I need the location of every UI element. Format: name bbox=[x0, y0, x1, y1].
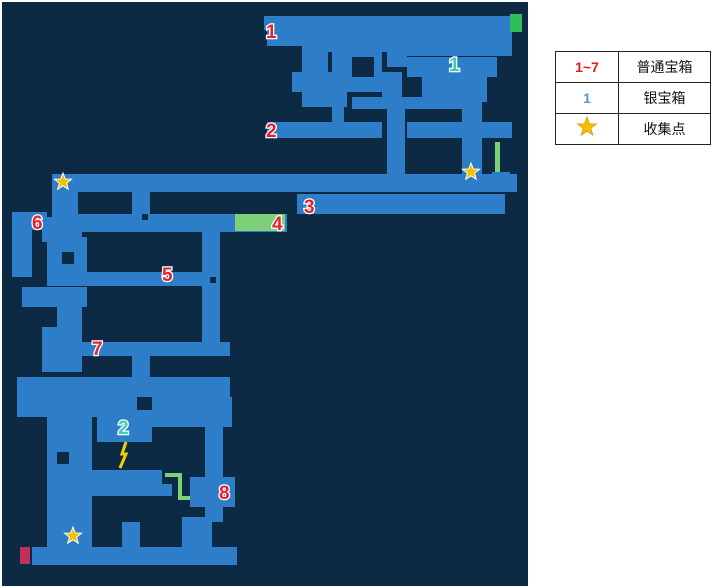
gate-green bbox=[235, 214, 285, 231]
gate-green-right bbox=[495, 142, 500, 172]
chest-normal-4: 4 bbox=[272, 214, 283, 235]
map-floor bbox=[12, 16, 517, 565]
chest-markers: 1 2 3 4 5 6 7 8 1 2 bbox=[31, 21, 462, 506]
legend-symbol-silver: 1 bbox=[583, 89, 591, 106]
legend-row-normal-chest: 1~7 普通宝箱 bbox=[555, 51, 711, 83]
gate-green-lower bbox=[165, 473, 190, 500]
chest-normal-6: 6 bbox=[32, 213, 43, 234]
collection-point-star-icon-3 bbox=[63, 525, 83, 545]
chest-normal-8: 8 bbox=[219, 483, 230, 504]
chest-normal-1: 1 bbox=[266, 22, 277, 43]
exit-marker bbox=[510, 14, 522, 32]
chest-normal-2: 2 bbox=[266, 121, 277, 142]
chest-normal-7: 7 bbox=[92, 339, 103, 360]
collection-point-star-icon-2 bbox=[461, 161, 481, 181]
collection-point-star-icon-1 bbox=[53, 171, 73, 191]
chest-normal-3: 3 bbox=[304, 197, 315, 218]
dungeon-map: 1 2 3 4 5 6 7 8 1 2 bbox=[2, 2, 528, 586]
legend-table: 1~7 普通宝箱 1 银宝箱 收集点 bbox=[555, 51, 711, 145]
chest-normal-5: 5 bbox=[162, 265, 173, 286]
legend-label-normal: 普通宝箱 bbox=[618, 51, 711, 83]
legend-symbol-normal: 1~7 bbox=[575, 58, 599, 75]
entrance-marker bbox=[20, 547, 30, 564]
legend-row-collection: 收集点 bbox=[555, 113, 711, 145]
stairs-yellow bbox=[118, 441, 129, 469]
map-walls bbox=[57, 57, 374, 464]
map-gates bbox=[20, 14, 522, 564]
legend-label-collection: 收集点 bbox=[618, 113, 711, 145]
chest-silver-1: 1 bbox=[449, 55, 460, 76]
chest-silver-2: 2 bbox=[118, 418, 129, 439]
legend-label-silver: 银宝箱 bbox=[618, 82, 711, 114]
collection-points bbox=[53, 161, 481, 545]
star-icon bbox=[576, 115, 598, 137]
legend-row-silver-chest: 1 银宝箱 bbox=[555, 82, 711, 114]
